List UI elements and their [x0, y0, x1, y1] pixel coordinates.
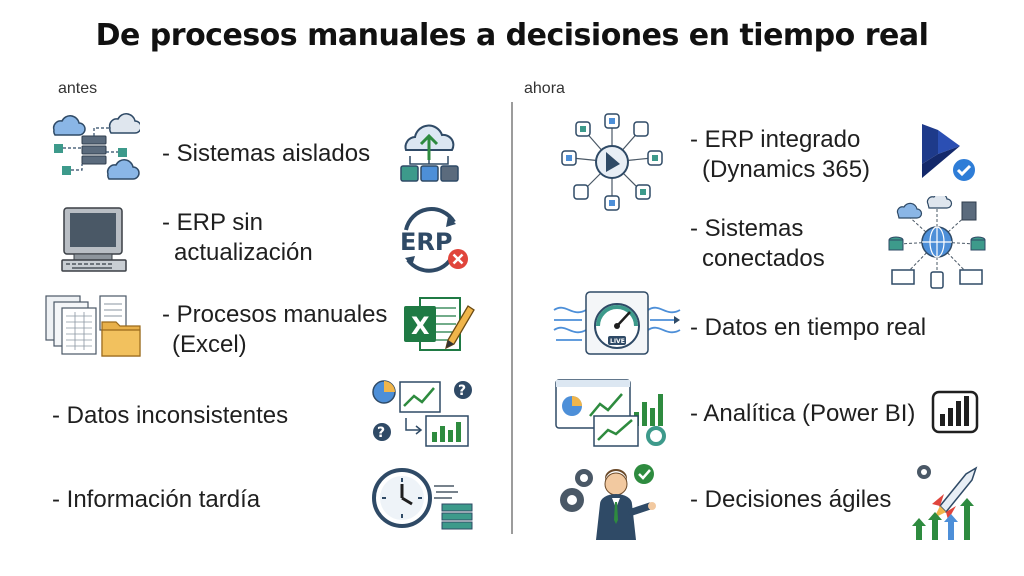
- before-item-3-text: - Procesos manuales (Excel): [162, 301, 388, 358]
- excel-icon: X: [400, 292, 476, 358]
- after-item-3-text: - Datos en tiempo real: [690, 314, 927, 341]
- after-item-4-text: - Analítica (Power BI): [690, 400, 916, 427]
- page-title: De procesos manuales a decisiones en tie…: [95, 18, 929, 53]
- live-label: LIVE: [610, 338, 625, 345]
- column-divider: [511, 102, 513, 534]
- before-item-5-text: - Información tardía: [52, 486, 261, 513]
- erp-icon-text: ERP: [400, 228, 452, 256]
- erp-error-icon: ERP: [396, 206, 472, 274]
- dynamics-logo-icon: [914, 120, 980, 186]
- rocket-growth-icon: [910, 460, 982, 540]
- integration-hub-icon: [554, 112, 670, 214]
- after-item-2-text: - Sistemas conectados: [690, 215, 825, 272]
- svg-text:?: ?: [458, 383, 466, 399]
- clock-icon: [372, 466, 476, 530]
- inconsistent-charts-icon: ? ?: [370, 376, 476, 448]
- isolated-network-icon: [48, 112, 140, 186]
- before-item-1-text: - Sistemas aislados: [162, 140, 371, 167]
- old-computer-icon: [60, 204, 130, 274]
- businessman-icon: [554, 462, 666, 542]
- after-column-label: ahora: [524, 80, 565, 97]
- svg-text:?: ?: [377, 425, 385, 441]
- cloud-upload-icon: [396, 116, 462, 184]
- spreadsheet-files-icon: [42, 292, 146, 362]
- analytics-dashboard-icon: [552, 376, 672, 448]
- power-bi-icon: [930, 388, 980, 436]
- before-column-label: antes: [58, 80, 98, 97]
- excel-icon-text: X: [411, 312, 430, 340]
- after-item-1-text: - ERP integrado (Dynamics 365): [690, 126, 871, 183]
- connected-systems-icon: [884, 196, 990, 290]
- realtime-gauge-icon: LIVE: [552, 288, 682, 358]
- before-item-2-text: - ERP sin actualización: [162, 209, 313, 266]
- before-item-4-text: - Datos inconsistentes: [52, 402, 289, 429]
- after-item-5-text: - Decisiones ágiles: [690, 486, 892, 513]
